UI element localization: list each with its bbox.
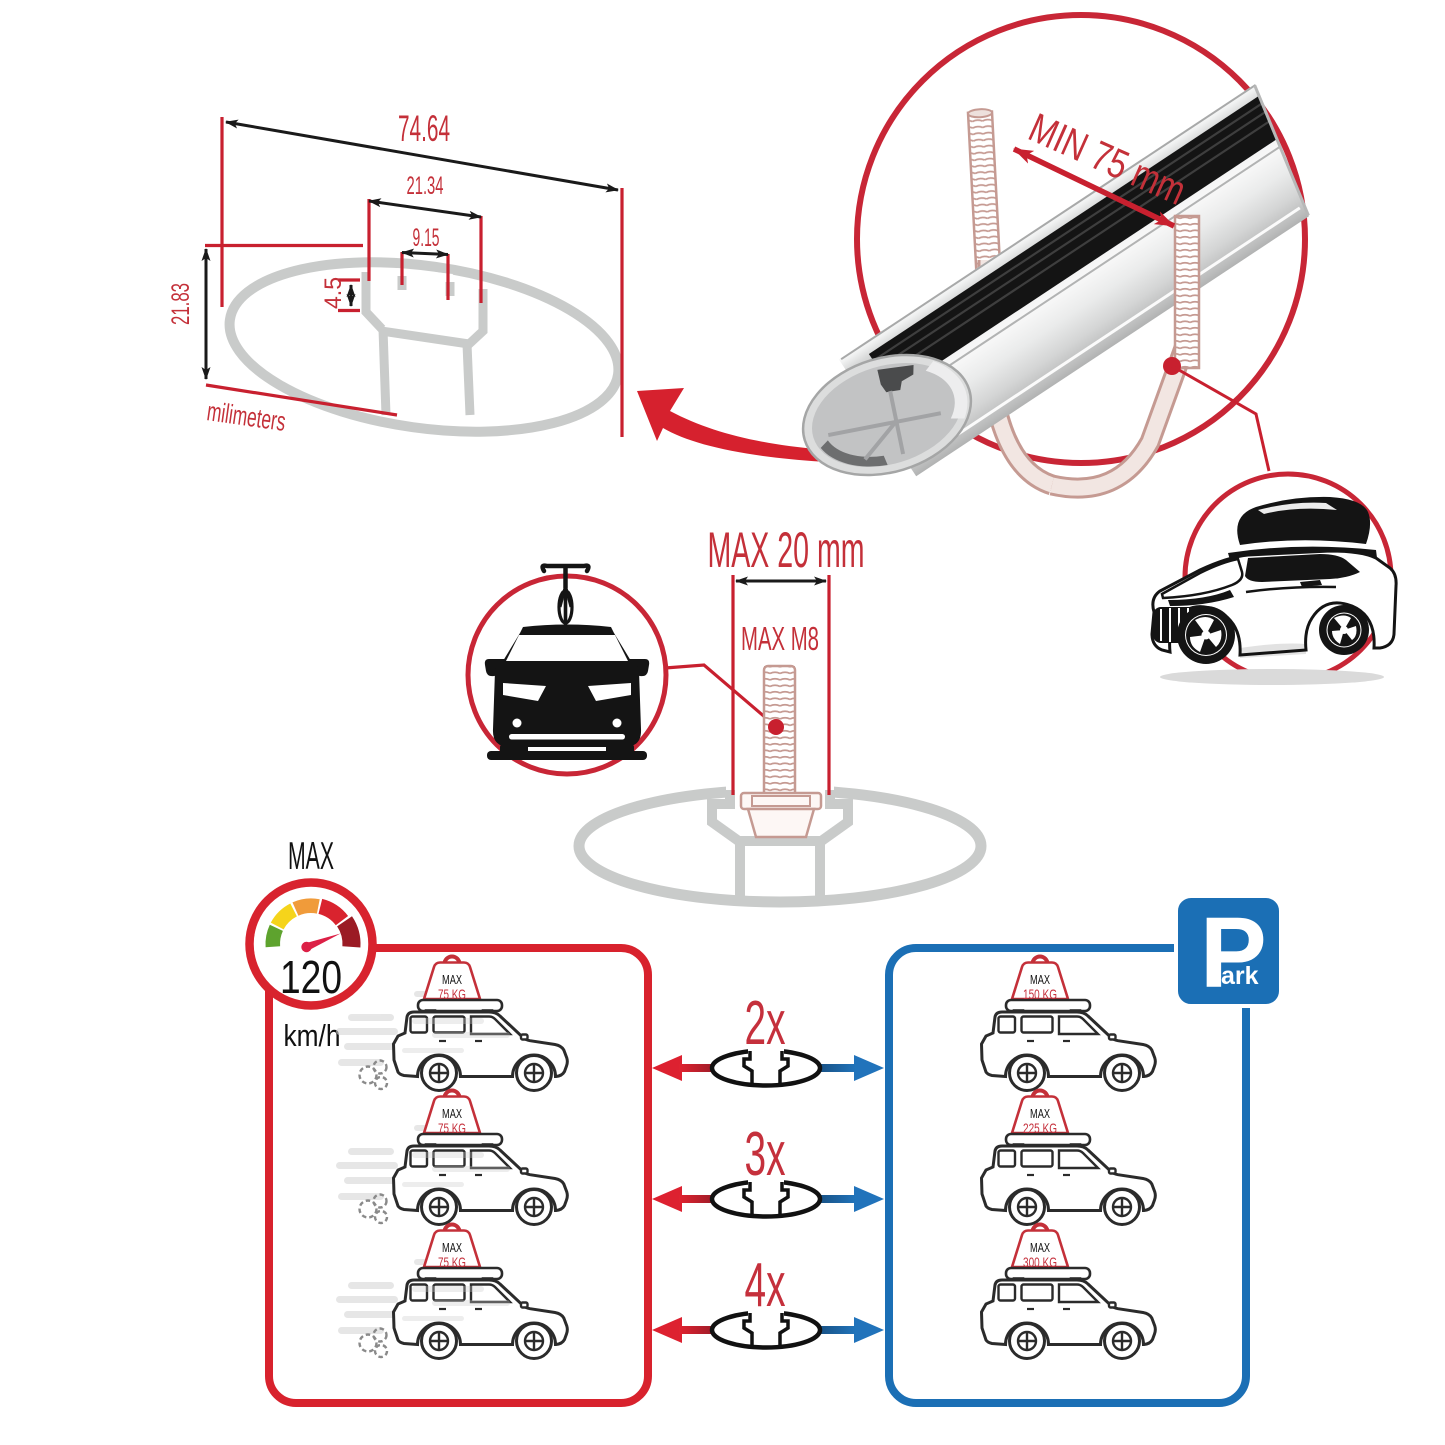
svg-text:75 KG: 75 KG bbox=[438, 1254, 466, 1270]
svg-text:MAX: MAX bbox=[1030, 972, 1050, 987]
svg-text:ark: ark bbox=[1221, 962, 1259, 990]
svg-text:21.83: 21.83 bbox=[167, 283, 195, 325]
svg-text:225 KG: 225 KG bbox=[1023, 1120, 1057, 1136]
svg-text:9.15: 9.15 bbox=[413, 224, 440, 252]
svg-text:120: 120 bbox=[280, 951, 342, 1003]
svg-text:km/h: km/h bbox=[284, 1018, 341, 1053]
svg-text:4x: 4x bbox=[745, 1251, 786, 1320]
svg-text:MAX: MAX bbox=[1030, 1240, 1050, 1255]
svg-text:75 KG: 75 KG bbox=[438, 1120, 466, 1136]
svg-text:MAX 20 mm: MAX 20 mm bbox=[708, 522, 865, 578]
svg-text:MAX: MAX bbox=[1030, 1106, 1050, 1121]
svg-text:3x: 3x bbox=[745, 1120, 786, 1189]
svg-text:300 KG: 300 KG bbox=[1023, 1254, 1057, 1270]
svg-text:MAX: MAX bbox=[442, 972, 462, 987]
svg-text:MAX: MAX bbox=[288, 835, 334, 878]
svg-text:150 KG: 150 KG bbox=[1023, 986, 1057, 1002]
svg-text:MAX: MAX bbox=[442, 1106, 462, 1121]
svg-text:P: P bbox=[1200, 897, 1267, 1009]
svg-text:74.64: 74.64 bbox=[398, 108, 450, 149]
svg-text:MAX: MAX bbox=[442, 1240, 462, 1255]
svg-text:2x: 2x bbox=[745, 989, 786, 1058]
svg-text:milimeters: milimeters bbox=[205, 396, 287, 437]
svg-text:MAX M8: MAX M8 bbox=[741, 620, 819, 657]
svg-text:4.5: 4.5 bbox=[320, 277, 347, 309]
svg-text:75 KG: 75 KG bbox=[438, 986, 466, 1002]
svg-text:21.34: 21.34 bbox=[407, 172, 444, 200]
